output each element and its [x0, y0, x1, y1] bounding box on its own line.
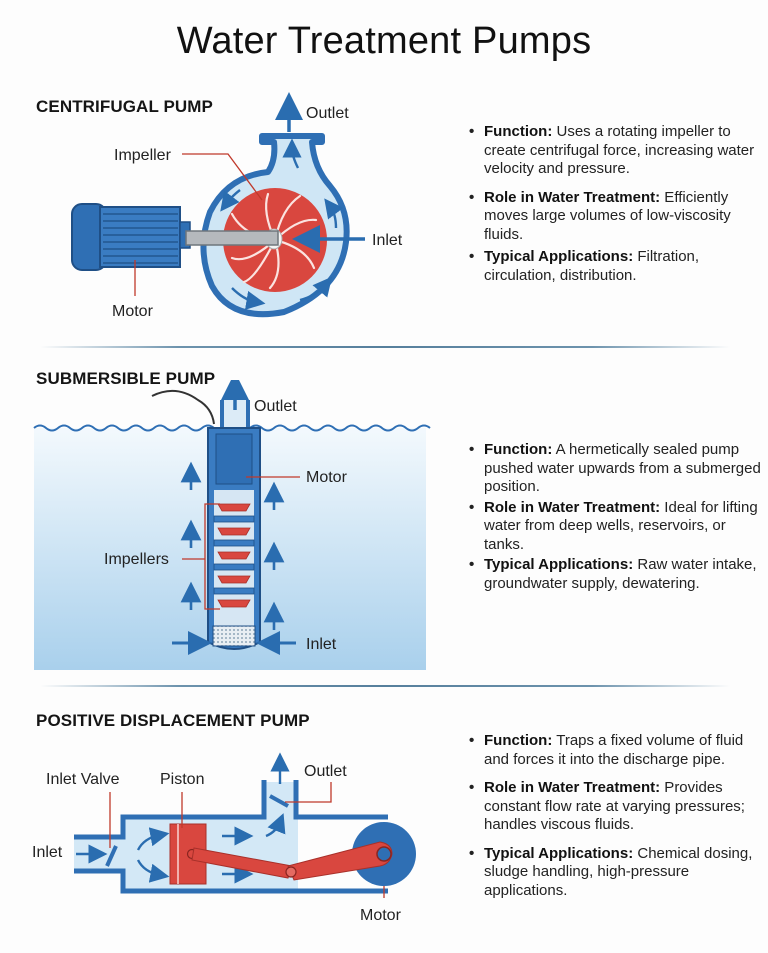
impellers-bracket	[204, 503, 220, 610]
flow-arrows	[76, 752, 290, 884]
pd-outlet-label: Outlet	[304, 763, 347, 780]
centrifugal-inlet-label: Inlet	[372, 232, 403, 249]
piston-label: Piston	[160, 771, 204, 788]
pd-motor-label: Motor	[360, 907, 402, 924]
motor-icon	[71, 203, 191, 271]
impeller-icon	[217, 551, 251, 560]
function-bullet: Function: A hermetically sealed pump pus…	[466, 441, 766, 497]
submersible-pump-diagram: Outlet Inlet Motor	[33, 380, 431, 670]
page-title: Water Treatment Pumps	[176, 20, 592, 62]
role-bullet: Role in Water Treatment: Provides consta…	[466, 779, 766, 835]
role-bullet: Role in Water Treatment: Ideal for lifti…	[466, 499, 766, 555]
section-divider	[40, 346, 730, 348]
positive-displacement-pump-diagram: Inlet Valve Piston Outlet Inlet Motor	[32, 752, 416, 924]
function-bullet: Function: Uses a rotating impeller to cr…	[466, 123, 766, 179]
impeller-leader-line	[182, 153, 263, 201]
submersible-pump-description: Function: A hermetically sealed pump pus…	[466, 441, 766, 593]
connecting-rod-icon	[191, 841, 393, 881]
submersible-pump-body	[207, 427, 261, 650]
positive-displacement-pump-description: Function: Traps a fixed volume of fluid …	[466, 732, 766, 900]
impeller-icon	[217, 575, 251, 584]
impeller-icon	[217, 527, 251, 536]
inlet-valve-label: Inlet Valve	[46, 771, 120, 788]
submersible-outlet-label: Outlet	[254, 398, 297, 415]
outlet-leader-line	[285, 782, 332, 803]
submersible-impellers-label: Impellers	[104, 551, 169, 568]
centrifugal-impeller-label: Impeller	[114, 147, 172, 164]
centrifugal-pump-heading: CENTRIFUGAL PUMP	[36, 97, 213, 116]
applications-bullet: Typical Applications: Raw water intake, …	[466, 556, 766, 593]
outlet-valve-icon	[269, 794, 289, 808]
centrifugal-motor-label: Motor	[112, 303, 154, 320]
inlet-screen-icon	[212, 625, 256, 647]
centrifugal-outlet-label: Outlet	[306, 105, 349, 122]
positive-displacement-pump-heading: POSITIVE DISPLACEMENT PUMP	[36, 711, 310, 730]
cylinder-walls	[74, 780, 388, 894]
applications-bullet: Typical Applications: Filtration, circul…	[466, 248, 766, 285]
flow-arrows	[220, 138, 344, 310]
pd-inlet-label: Inlet	[32, 844, 63, 861]
applications-bullet: Typical Applications: Chemical dosing, s…	[466, 845, 766, 901]
section-divider	[40, 685, 730, 687]
upflow-arrows	[180, 461, 285, 630]
submersible-pump-heading: SUBMERSIBLE PUMP	[36, 369, 216, 388]
inlet-valve-icon	[105, 845, 118, 867]
impeller-icon	[217, 503, 251, 512]
shaft-icon	[185, 230, 279, 246]
impeller-icon	[217, 599, 251, 608]
impeller-stack	[213, 503, 255, 608]
submersible-motor-label: Motor	[306, 469, 348, 486]
power-cable-icon	[151, 389, 215, 425]
role-bullet: Role in Water Treatment: Efficiently mov…	[466, 189, 766, 245]
function-bullet: Function: Traps a fixed volume of fluid …	[466, 732, 766, 769]
submersible-inlet-label: Inlet	[306, 636, 337, 653]
centrifugal-pump-description: Function: Uses a rotating impeller to cr…	[466, 123, 766, 285]
centrifugal-pump-diagram: Outlet Inlet Impeller Motor	[71, 92, 403, 320]
